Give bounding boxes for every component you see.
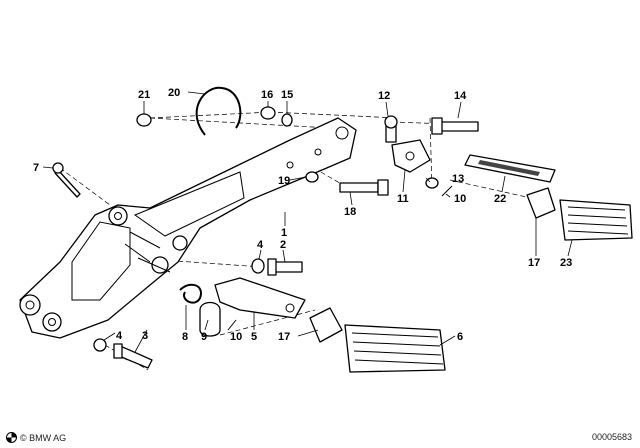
callout-9: 9 bbox=[201, 331, 207, 343]
screw bbox=[54, 169, 81, 198]
callout-11: 11 bbox=[397, 193, 409, 205]
callout-7: 7 bbox=[33, 162, 39, 174]
footpeg-right bbox=[559, 199, 633, 241]
callout-22: 22 bbox=[494, 193, 506, 205]
hex-nut bbox=[136, 113, 152, 127]
hex-nut bbox=[260, 106, 276, 120]
footrest-bracket bbox=[19, 117, 357, 339]
leader-lines bbox=[42, 91, 573, 353]
callout-6: 6 bbox=[457, 331, 463, 343]
callout-labels: 21 20 16 15 12 14 7 19 11 13 10 22 18 1 … bbox=[33, 87, 572, 343]
copyright-footer: © BMW AG bbox=[6, 432, 66, 443]
callout-3: 3 bbox=[142, 330, 148, 342]
callout-2: 2 bbox=[280, 239, 286, 251]
cotter-pin bbox=[441, 185, 453, 197]
torsion-spring bbox=[179, 283, 202, 304]
callout-5: 5 bbox=[251, 331, 257, 343]
callout-10-bottom: 10 bbox=[230, 331, 242, 343]
cotter-pin bbox=[227, 319, 237, 331]
document-number: 00005683 bbox=[591, 432, 632, 442]
bolt bbox=[439, 121, 479, 132]
rubber-bushing bbox=[309, 307, 343, 343]
callout-17-right: 17 bbox=[528, 257, 540, 269]
bolt bbox=[339, 182, 379, 193]
bushing bbox=[199, 301, 221, 337]
washer bbox=[251, 258, 265, 274]
callout-15: 15 bbox=[281, 89, 293, 101]
footpeg-left bbox=[344, 324, 446, 373]
rubber-bushing bbox=[526, 187, 556, 219]
washer bbox=[93, 338, 107, 352]
callout-14: 14 bbox=[454, 90, 467, 102]
callout-12: 12 bbox=[378, 90, 390, 102]
mounting-plate bbox=[391, 139, 431, 173]
callout-4-bottom: 4 bbox=[116, 330, 123, 342]
callout-16: 16 bbox=[261, 89, 273, 101]
copyright-text: © BMW AG bbox=[20, 432, 67, 443]
callout-19: 19 bbox=[278, 175, 290, 187]
callout-10-top: 10 bbox=[454, 193, 466, 205]
callout-20: 20 bbox=[168, 87, 180, 99]
callout-13: 13 bbox=[452, 173, 464, 185]
bmw-logo-icon bbox=[6, 432, 17, 443]
callout-18: 18 bbox=[344, 206, 356, 218]
callout-23: 23 bbox=[560, 257, 572, 269]
circlip bbox=[195, 86, 242, 136]
washer bbox=[281, 113, 293, 127]
washer bbox=[305, 171, 319, 183]
callout-1: 1 bbox=[281, 227, 287, 239]
callout-21: 21 bbox=[138, 89, 150, 101]
callout-17-left: 17 bbox=[278, 331, 290, 343]
footrest-mount bbox=[214, 277, 306, 319]
callout-4-top: 4 bbox=[257, 239, 264, 251]
callout-8: 8 bbox=[182, 331, 188, 343]
